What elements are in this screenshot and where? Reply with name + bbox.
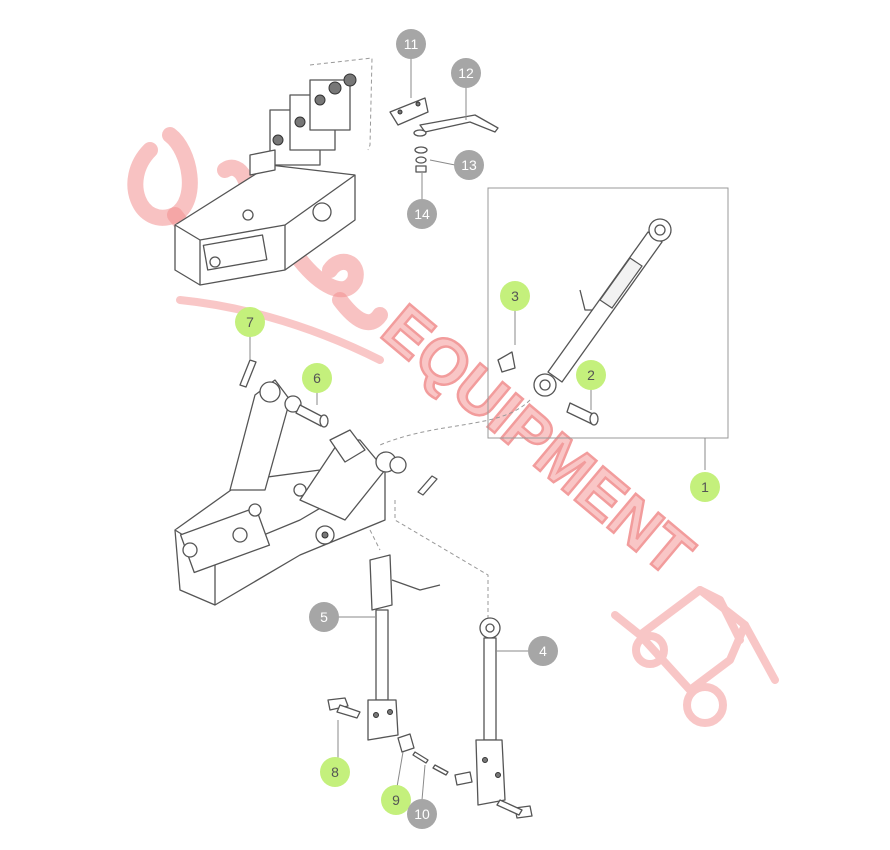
lower-lift-housing <box>174 379 407 606</box>
svg-text:13: 13 <box>461 157 477 173</box>
svg-text:11: 11 <box>404 36 419 52</box>
clip-7 <box>239 359 257 388</box>
svg-text:12: 12 <box>458 65 474 81</box>
callout-6: 6 <box>302 363 332 393</box>
valve-block <box>249 73 357 176</box>
callout-3: 3 <box>500 281 530 311</box>
svg-text:6: 6 <box>313 370 321 386</box>
top-link <box>497 218 672 397</box>
pin-8 <box>327 697 361 719</box>
svg-text:7: 7 <box>246 314 254 330</box>
top-link-group-box <box>487 187 729 439</box>
split-pin-10 <box>412 751 449 776</box>
lift-rod-adjustable <box>367 554 441 741</box>
washer-9 <box>397 733 415 753</box>
callout-7: 7 <box>235 307 265 337</box>
callout-10: 10 <box>407 799 437 829</box>
svg-text:14: 14 <box>414 206 430 222</box>
callout-1: 1 <box>690 472 720 502</box>
upper-lift-housing <box>174 57 373 286</box>
callout-4: 4 <box>528 636 558 666</box>
svg-text:5: 5 <box>320 609 328 625</box>
svg-text:8: 8 <box>331 764 339 780</box>
pin-2 <box>566 402 599 426</box>
callout-12: 12 <box>451 58 481 88</box>
svg-text:9: 9 <box>392 792 400 808</box>
callout-13: 13 <box>454 150 484 180</box>
svg-text:1: 1 <box>701 479 709 495</box>
clip-right <box>417 475 438 496</box>
callout-9: 9 <box>381 785 411 815</box>
callout-8: 8 <box>320 757 350 787</box>
lift-rod-fixed <box>454 617 533 819</box>
bracket-assembly <box>389 97 499 173</box>
callout-5: 5 <box>309 602 339 632</box>
callout-11: 11 <box>396 29 426 59</box>
svg-text:4: 4 <box>539 643 547 659</box>
pin-6 <box>295 404 329 428</box>
callout-2: 2 <box>576 360 606 390</box>
svg-text:10: 10 <box>414 806 430 822</box>
svg-text:3: 3 <box>511 288 519 304</box>
watermark-text: EQUIPMENT <box>369 291 707 591</box>
callout-14: 14 <box>407 199 437 229</box>
svg-text:2: 2 <box>587 367 595 383</box>
